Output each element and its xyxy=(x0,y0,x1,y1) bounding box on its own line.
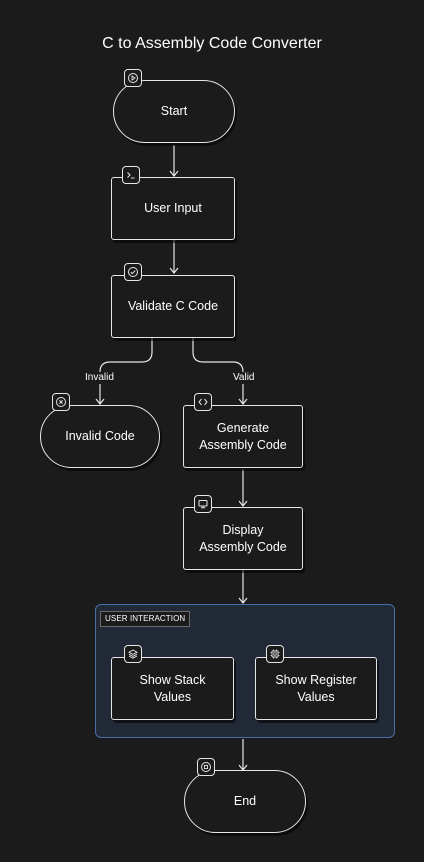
end-label: End xyxy=(233,794,257,808)
end-node[interactable]: End xyxy=(184,770,306,833)
code-brackets-icon xyxy=(194,393,212,411)
edge-label-valid: Valid xyxy=(232,372,256,384)
monitor-icon xyxy=(194,495,212,513)
terminal-icon xyxy=(122,166,140,184)
cpu-chip-icon xyxy=(266,645,284,663)
generate-assembly-label: Generate Assembly Code xyxy=(199,420,287,452)
edge-label-invalid: Invalid xyxy=(84,372,115,384)
start-label: Start xyxy=(160,104,188,118)
user-input-label: User Input xyxy=(144,201,202,215)
check-circle-icon xyxy=(124,263,142,281)
diagram-title: C to Assembly Code Converter xyxy=(102,35,322,52)
invalid-code-label: Invalid Code xyxy=(65,429,135,443)
x-circle-icon xyxy=(52,393,70,411)
invalid-code-node[interactable]: Invalid Code xyxy=(40,405,160,468)
layers-icon xyxy=(124,645,142,663)
stop-circle-icon xyxy=(197,758,215,776)
start-node[interactable]: Start xyxy=(113,80,235,143)
show-register-node[interactable]: Show Register Values xyxy=(255,657,377,720)
validate-label: Validate C Code xyxy=(127,299,219,313)
user-input-node[interactable]: User Input xyxy=(111,177,235,240)
show-stack-node[interactable]: Show Stack Values xyxy=(111,657,234,720)
display-assembly-label: Display Assembly Code xyxy=(199,522,287,554)
show-stack-label: Show Stack Values xyxy=(139,672,206,704)
show-register-label: Show Register Values xyxy=(275,672,357,704)
edge-validate-to-invalid xyxy=(95,338,153,405)
user-interaction-label: USER INTERACTION xyxy=(100,611,191,627)
edge-validate-to-generate xyxy=(192,338,248,405)
display-assembly-node[interactable]: Display Assembly Code xyxy=(183,507,303,570)
play-icon xyxy=(124,69,142,87)
generate-assembly-node[interactable]: Generate Assembly Code xyxy=(183,405,303,468)
validate-node[interactable]: Validate C Code xyxy=(111,275,235,338)
